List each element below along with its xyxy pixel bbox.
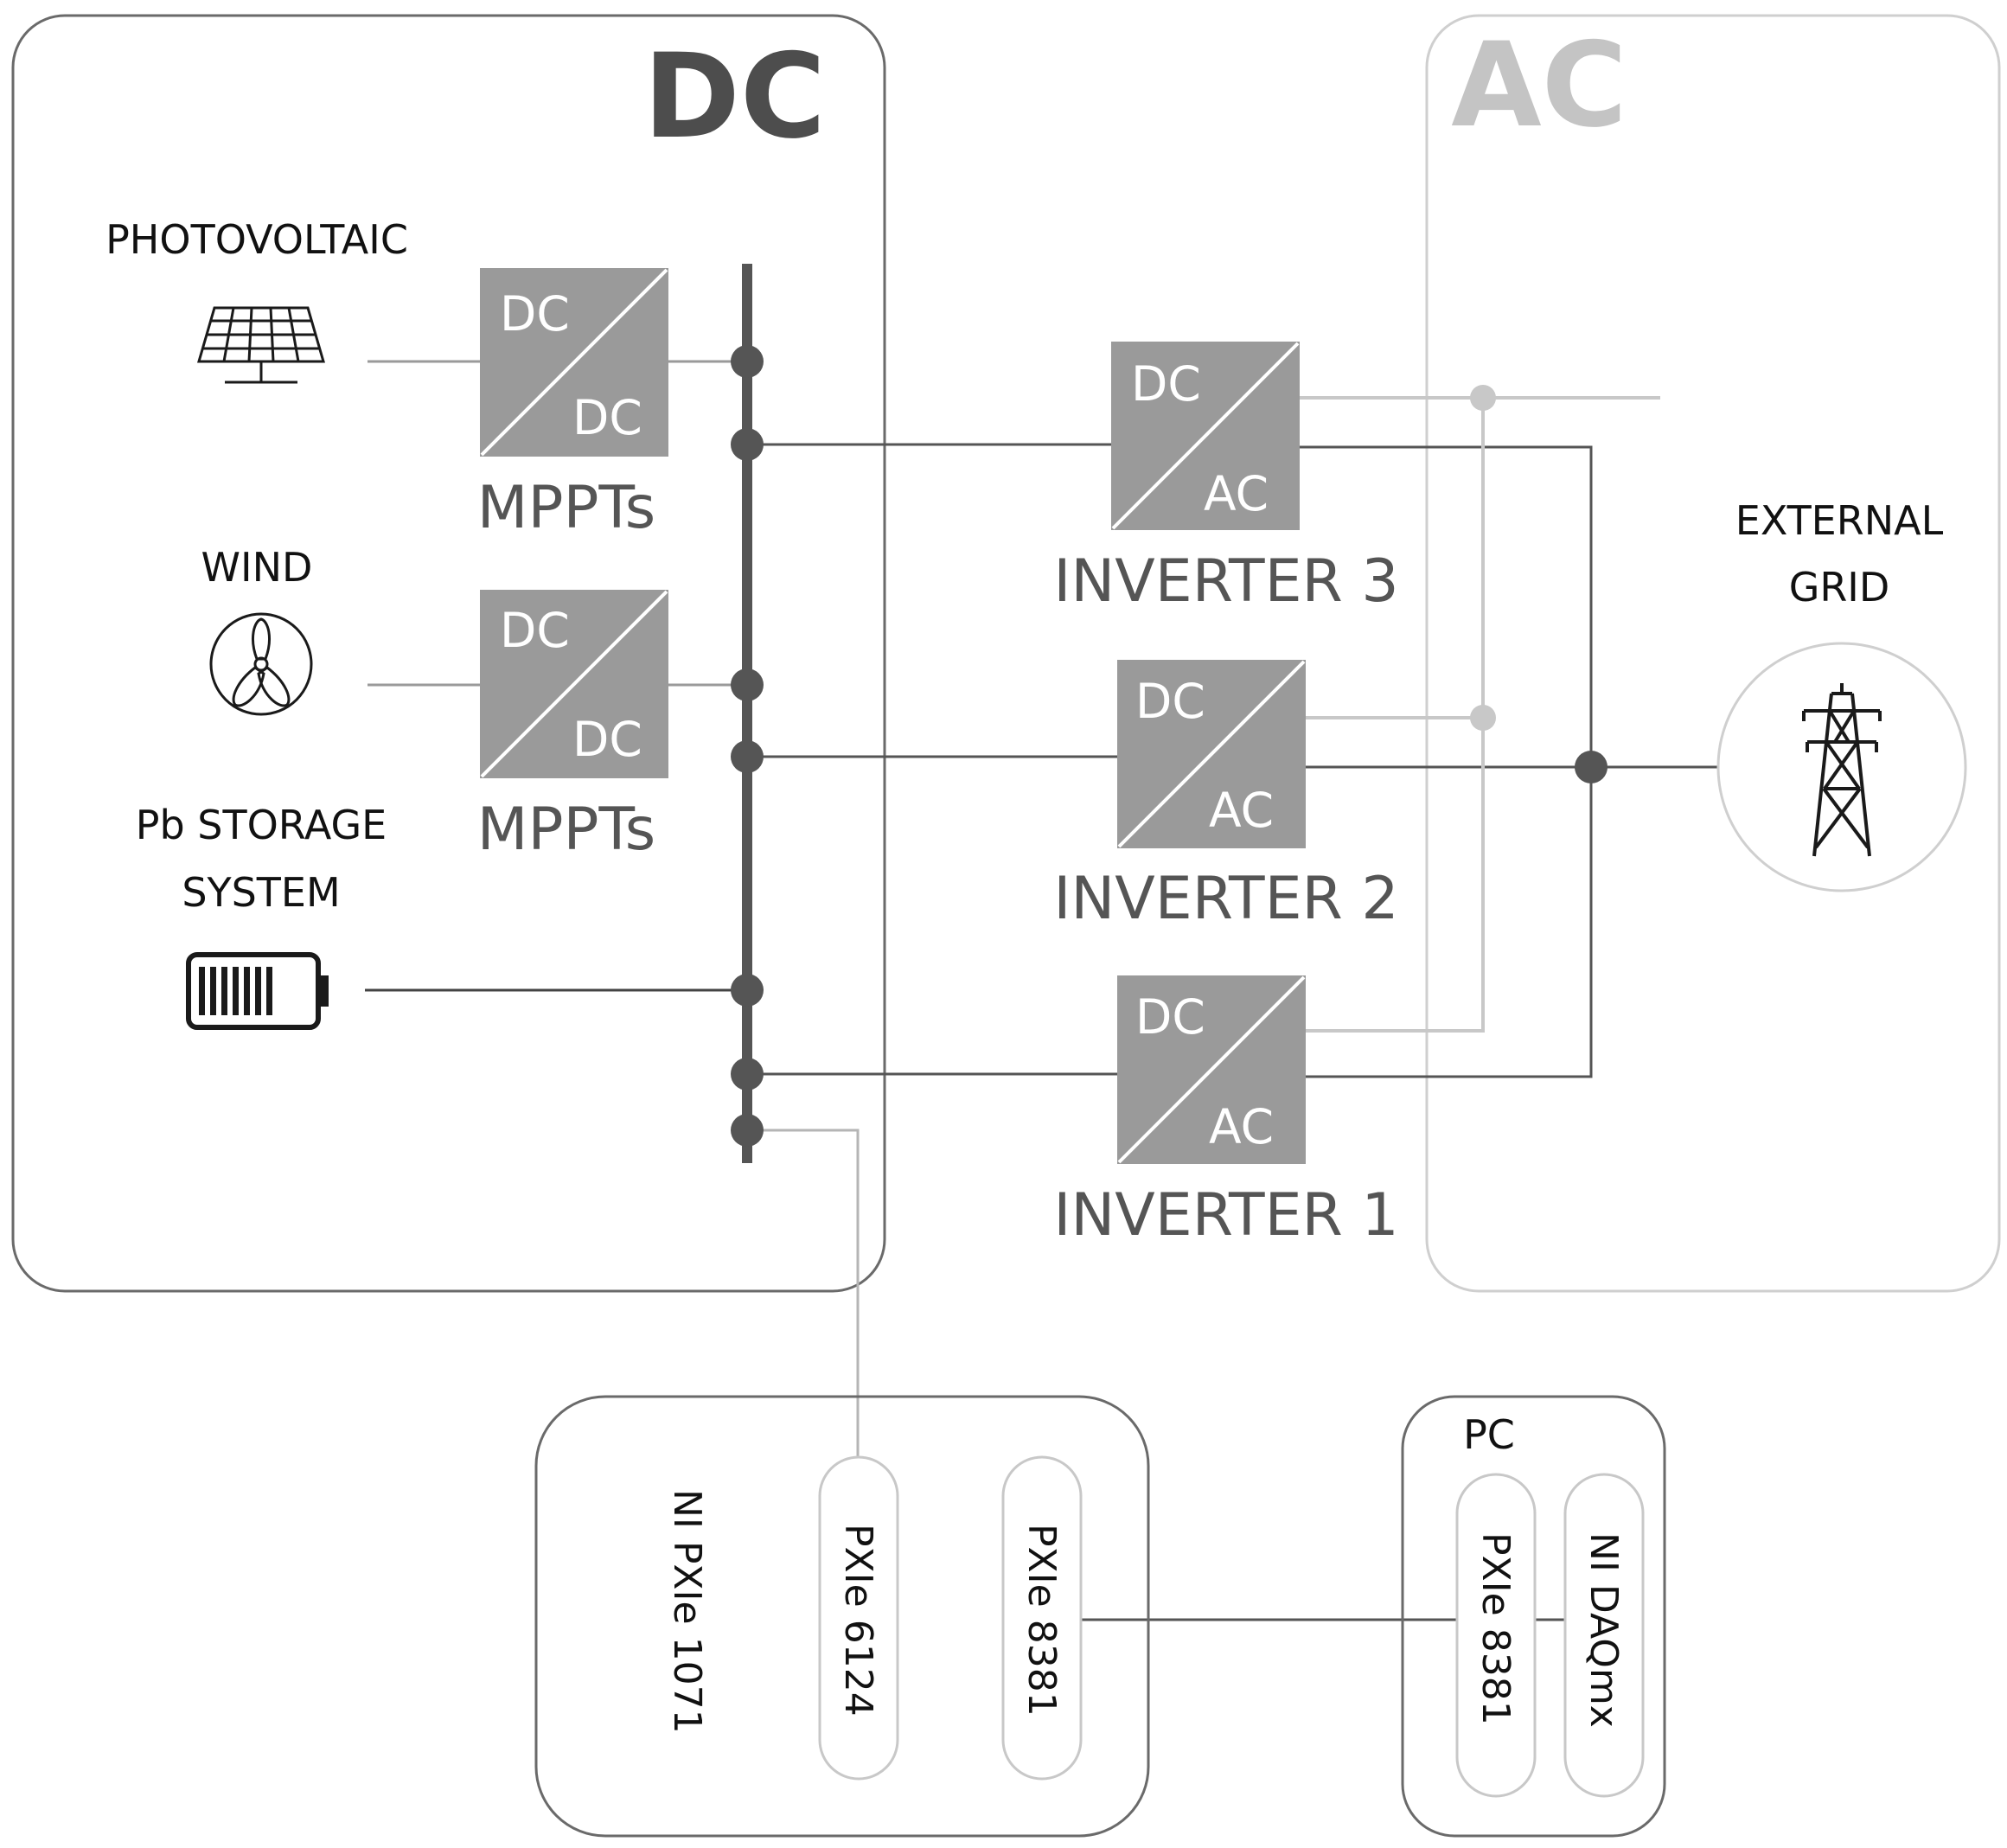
inverter2-caption: INVERTER 2 xyxy=(1053,865,1398,933)
mppt1-caption: MPPTs xyxy=(477,474,655,542)
inverter3-out-label: AC xyxy=(1204,466,1269,521)
mppt-converter-2: DC DC xyxy=(480,590,668,778)
inverter-3: DC AC xyxy=(1111,342,1300,530)
pc-module-daqmx xyxy=(1563,1473,1645,1798)
dc-zone-title: DC xyxy=(643,29,826,164)
ac-light-node xyxy=(1470,705,1496,731)
wind-turbine-icon xyxy=(209,612,313,716)
mppt1-out-label: DC xyxy=(572,390,642,445)
ni-module-8381-label: PXIe 8381 xyxy=(1019,1524,1064,1717)
inverter1-ac-light-wire xyxy=(1304,398,1485,1033)
photovoltaic-label: PHOTOVOLTAIC xyxy=(105,216,408,263)
inverter-2: DC AC xyxy=(1117,660,1306,848)
wires xyxy=(365,360,1725,1621)
mppt2-in-label: DC xyxy=(500,603,570,658)
inverter1-out-label: AC xyxy=(1209,1099,1274,1154)
ni-chassis-box xyxy=(534,1395,1150,1838)
solar-panel-icon xyxy=(197,306,325,384)
storage-label-line1: Pb STORAGE xyxy=(136,802,387,848)
bus-node xyxy=(731,668,764,701)
transmission-tower-icon xyxy=(1802,683,1882,857)
mppt1-in-label: DC xyxy=(500,286,570,342)
ac-zone-title: AC xyxy=(1451,17,1627,153)
pc-module-daqmx-label: NI DAQmx xyxy=(1582,1532,1626,1728)
ni-module-8381 xyxy=(1001,1455,1083,1781)
battery-icon xyxy=(186,952,329,1030)
inverter3-caption: INVERTER 3 xyxy=(1053,547,1398,616)
inverter2-in-label: DC xyxy=(1135,674,1205,729)
storage-label-line2: SYSTEM xyxy=(182,869,340,916)
inverter3-in-label: DC xyxy=(1131,356,1201,412)
ni-module-6124 xyxy=(818,1455,899,1781)
inverter2-out-label: AC xyxy=(1209,783,1274,838)
grid-label-line2: GRID xyxy=(1789,564,1890,611)
bus-nodes xyxy=(731,345,764,1147)
bus-node xyxy=(731,428,764,461)
dc-zone xyxy=(11,14,886,1293)
inverter1-in-label: DC xyxy=(1135,989,1205,1045)
pc-module-8381-label: PXIe 8381 xyxy=(1473,1532,1518,1725)
ac-light-node xyxy=(1470,385,1496,411)
ac-zone xyxy=(1425,14,2001,1293)
mppt2-out-label: DC xyxy=(572,712,642,767)
pc-label: PC xyxy=(1463,1411,1515,1458)
mppt2-caption: MPPTs xyxy=(477,796,655,864)
bus-node xyxy=(731,345,764,378)
pc-module-8381 xyxy=(1455,1473,1537,1798)
inverter3-grid-wire xyxy=(1297,445,1593,1078)
mppt-converter-1: DC DC xyxy=(480,268,668,457)
bus-node xyxy=(731,1114,764,1147)
bus-node xyxy=(731,740,764,773)
ni-module-6124-label: PXIe 6124 xyxy=(836,1524,880,1717)
inverter-1: DC AC xyxy=(1117,975,1306,1164)
ac-grid-node xyxy=(1575,751,1608,783)
grid-label-line1: EXTERNAL xyxy=(1735,497,1944,544)
inverter1-caption: INVERTER 1 xyxy=(1053,1181,1398,1250)
bus-ni-wire xyxy=(745,1129,860,1460)
bus-node xyxy=(731,974,764,1007)
bus-node xyxy=(731,1058,764,1090)
wind-label: WIND xyxy=(201,544,313,591)
pc-box xyxy=(1401,1395,1666,1838)
ni-chassis-label: NI PXIe 1071 xyxy=(665,1489,709,1734)
